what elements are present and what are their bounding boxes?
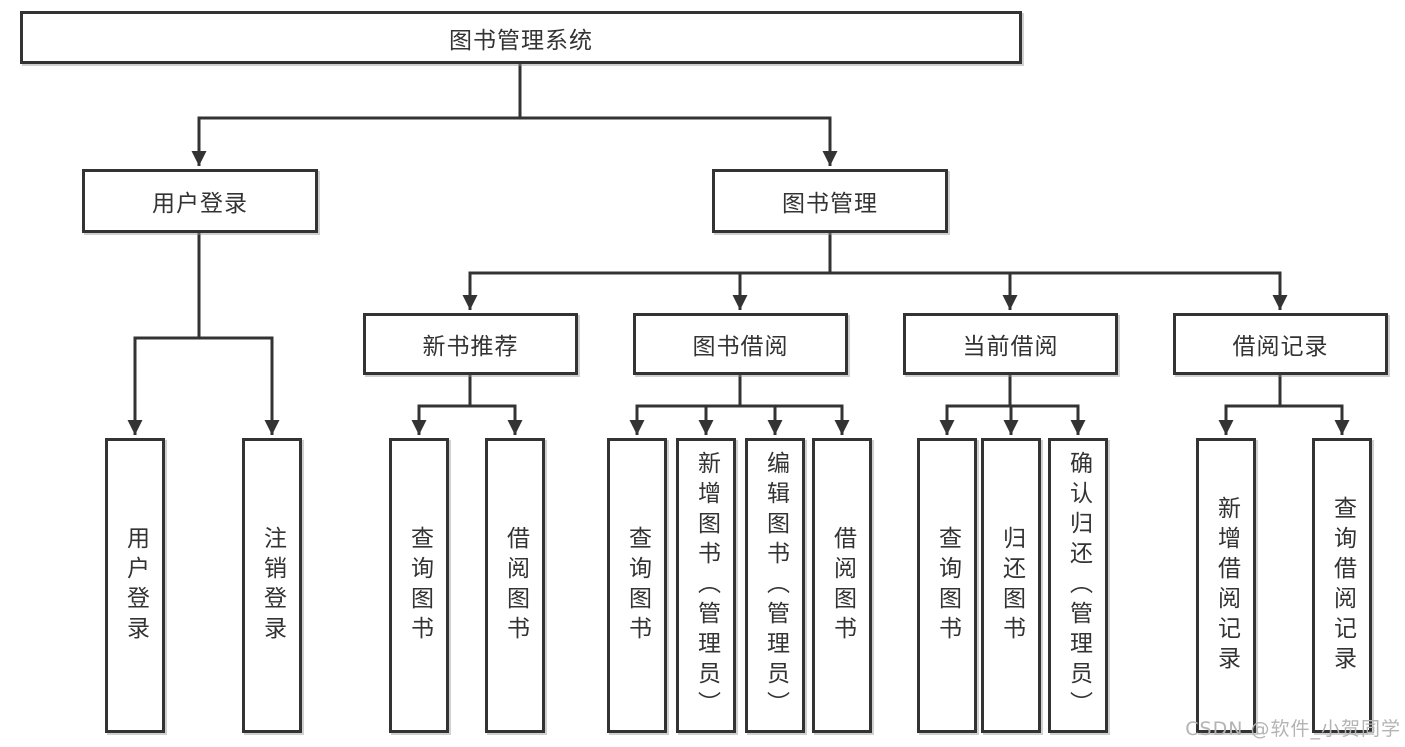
node-current-borrowing: 当前借阅 [903, 313, 1118, 375]
node-label: 查询借阅记录 [1329, 495, 1356, 676]
node-label: 图书管理 [782, 191, 878, 217]
csdn-watermark: CSDN @软件_小贺同学 [1185, 718, 1401, 740]
node-library-management-system: 图书管理系统 [20, 11, 1022, 64]
node-label: 当前借阅 [962, 334, 1059, 360]
node-label: 编辑图书（管理员） [762, 450, 789, 721]
node-label: 确认归还（管理员） [1065, 450, 1092, 721]
leaf-query-books-current: 查询图书 [917, 438, 977, 733]
leaf-confirm-return-admin: 确认归还（管理员） [1048, 438, 1108, 733]
node-label: 注销登录 [259, 525, 286, 646]
leaf-edit-book-admin: 编辑图书（管理员） [745, 438, 805, 733]
leaf-add-book-admin: 新增图书（管理员） [676, 438, 736, 733]
node-label: 借阅图书 [502, 525, 529, 646]
node-label: 查询图书 [934, 525, 961, 646]
leaf-borrow-books-recommend: 借阅图书 [485, 438, 545, 733]
node-label: 新增图书（管理员） [693, 450, 720, 721]
node-new-book-recommendation: 新书推荐 [363, 313, 578, 375]
leaf-query-borrow-record: 查询借阅记录 [1312, 438, 1372, 733]
node-label: 图书借阅 [692, 334, 789, 360]
leaf-query-books-recommend: 查询图书 [389, 438, 449, 733]
node-label: 新书推荐 [422, 334, 519, 360]
node-user-login: 用户登录 [82, 169, 318, 233]
node-label: 归还图书 [998, 525, 1025, 646]
node-label: 借阅图书 [829, 525, 856, 646]
leaf-logout: 注销登录 [242, 438, 302, 733]
node-label: 新增借阅记录 [1213, 495, 1240, 676]
node-label: 用户登录 [152, 191, 248, 217]
leaf-borrow-books-borrowing: 借阅图书 [812, 438, 872, 733]
node-label: 查询图书 [406, 525, 433, 646]
node-label: 图书管理系统 [449, 27, 593, 54]
node-label: 借阅记录 [1232, 334, 1329, 360]
node-borrowing-records: 借阅记录 [1173, 313, 1388, 375]
leaf-query-books-borrowing: 查询图书 [607, 438, 667, 733]
node-label: 用户登录 [122, 525, 149, 646]
node-label: 查询图书 [624, 525, 651, 646]
node-book-management: 图书管理 [712, 169, 948, 233]
leaf-return-books: 归还图书 [981, 438, 1041, 733]
leaf-user-login: 用户登录 [105, 438, 165, 733]
node-book-borrowing: 图书借阅 [633, 313, 848, 375]
leaf-add-borrow-record: 新增借阅记录 [1196, 438, 1256, 733]
